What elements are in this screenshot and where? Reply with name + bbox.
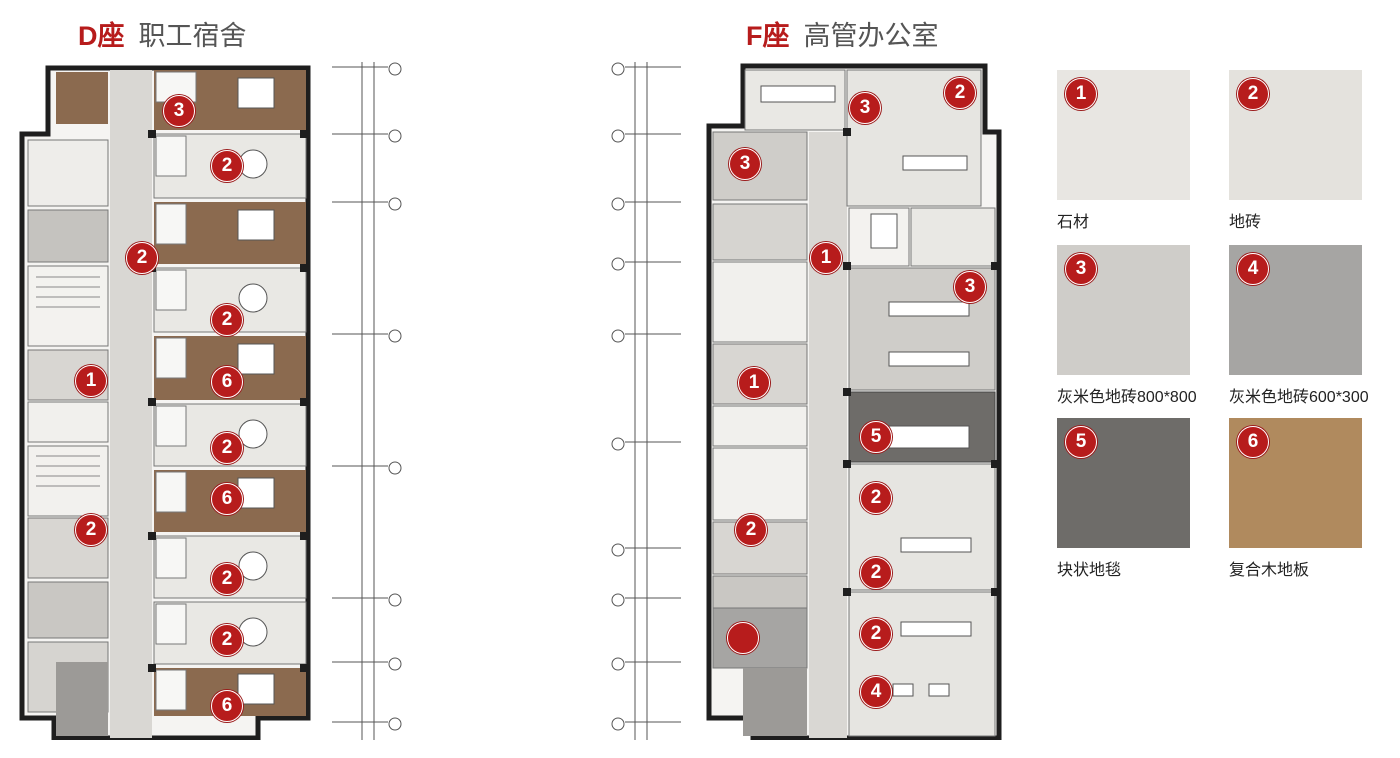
material-badge: 6 <box>211 483 243 515</box>
floor-plan-d-drawing <box>19 65 311 741</box>
material-badge: 1 <box>75 365 107 397</box>
building-name: 高管办公室 <box>803 21 939 51</box>
material-label: 灰米色地砖600*300 <box>1229 389 1369 406</box>
corridor <box>110 70 152 738</box>
title-f-building: F座高管办公室 <box>746 14 939 53</box>
dimension-line-d <box>328 62 408 740</box>
material-badge: 6 <box>211 366 243 398</box>
material-label: 灰米色地砖800*800 <box>1057 389 1197 406</box>
material-swatch: 1 <box>1057 70 1190 200</box>
material-swatch: 3 <box>1057 245 1190 375</box>
material-badge: 3 <box>954 271 986 303</box>
material-badge: 3 <box>849 92 881 124</box>
material-number: 4 <box>1237 253 1269 285</box>
material-number: 2 <box>1237 78 1269 110</box>
building-code: D座 <box>78 21 125 51</box>
material-badge: 2 <box>211 150 243 182</box>
material-number: 1 <box>1065 78 1097 110</box>
material-badge: 1 <box>810 242 842 274</box>
material-item: 6 复合木地板 <box>1229 418 1362 580</box>
material-number: 3 <box>1065 253 1097 285</box>
material-item: 5 块状地毯 <box>1057 418 1190 580</box>
material-badge: 2 <box>860 482 892 514</box>
material-label: 复合木地板 <box>1229 562 1310 579</box>
material-item: 2 地砖 <box>1229 70 1362 232</box>
material-label: 石材 <box>1057 214 1090 231</box>
material-badge: 1 <box>738 367 770 399</box>
floor-plan-f: 2 3 3 1 3 1 5 2 2 2 2 4 <box>703 62 1003 741</box>
title-d-building: D座职工宿舍 <box>78 14 247 53</box>
material-item: 4 灰米色地砖600*300 <box>1229 245 1369 407</box>
building-name: 职工宿舍 <box>138 21 247 51</box>
material-badge: 2 <box>944 77 976 109</box>
material-badge: 5 <box>860 421 892 453</box>
material-badge: 2 <box>860 618 892 650</box>
material-badge: 4 <box>860 676 892 708</box>
material-badge: 3 <box>729 148 761 180</box>
floor-plan-d: 3 2 2 2 1 6 2 6 2 2 2 6 <box>18 62 318 741</box>
material-badge: 2 <box>75 514 107 546</box>
material-item: 3 灰米色地砖800*800 <box>1057 245 1197 407</box>
material-number: 6 <box>1237 426 1269 458</box>
material-badge: 2 <box>211 563 243 595</box>
material-label: 地砖 <box>1229 214 1262 231</box>
material-badge <box>727 622 759 654</box>
material-swatch: 4 <box>1229 245 1362 375</box>
material-badge: 6 <box>211 690 243 722</box>
material-item: 1 石材 <box>1057 70 1190 232</box>
material-badge: 3 <box>163 95 195 127</box>
building-code: F座 <box>746 21 790 51</box>
material-swatch: 2 <box>1229 70 1362 200</box>
material-legend: 1 石材 2 地砖 3 灰米色地砖800*800 4 灰米色地砖600*300 … <box>1057 70 1397 590</box>
material-swatch: 6 <box>1229 418 1362 548</box>
material-badge: 2 <box>126 242 158 274</box>
material-badge: 2 <box>211 432 243 464</box>
material-swatch: 5 <box>1057 418 1190 548</box>
material-badge: 2 <box>860 557 892 589</box>
material-label: 块状地毯 <box>1057 562 1122 579</box>
material-badge: 2 <box>211 304 243 336</box>
dimension-line-f <box>605 62 685 740</box>
material-number: 5 <box>1065 426 1097 458</box>
material-badge: 2 <box>211 624 243 656</box>
material-badge: 2 <box>735 514 767 546</box>
